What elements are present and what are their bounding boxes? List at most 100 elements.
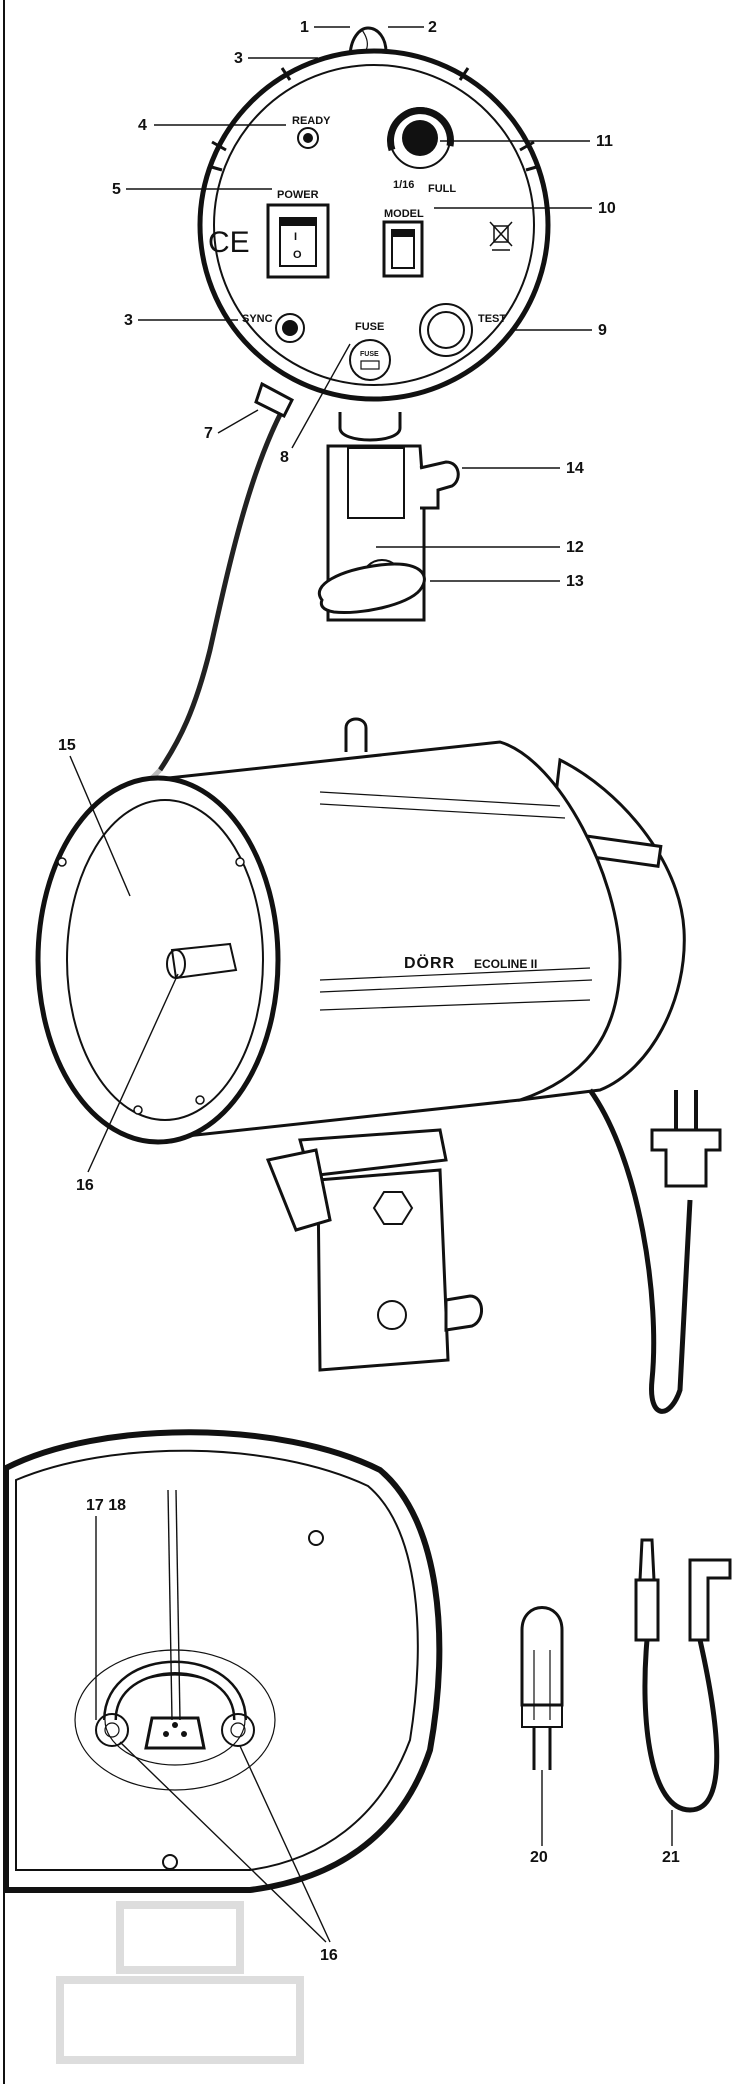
callout-2: 2 (428, 19, 437, 36)
ready-label: READY (292, 115, 331, 127)
sync-label: SYNC (242, 313, 273, 325)
tube-socket-right (221, 1713, 255, 1747)
leader-8 (291, 343, 351, 449)
power-cable (157, 403, 288, 772)
test-label: TEST (478, 313, 506, 325)
front-view (3, 1429, 443, 2064)
side-lock-knob (444, 1294, 483, 1332)
callouts-front: 17 18 16 20 21 (86, 1489, 680, 1964)
jack-plug (634, 1578, 660, 1642)
front-reflector (66, 799, 264, 1121)
ring-flash-tube-inner (105, 1663, 245, 1721)
front-reflector-rim (35, 775, 281, 1145)
callout-3-top: 3 (234, 50, 243, 67)
power-scale-arc (386, 107, 454, 152)
brand-model: ECOLINE II (474, 957, 537, 971)
callout-5: 5 (112, 181, 121, 198)
callout-9: 9 (598, 322, 607, 339)
power-label: POWER (277, 189, 319, 201)
socket-pin-3 (172, 1722, 178, 1728)
min-power-label: 1/16 (393, 179, 414, 191)
leader-7 (217, 409, 259, 434)
callout-20: 20 (530, 1849, 548, 1866)
sync-cable-wire (642, 1639, 720, 1813)
reflector-screw-bottom (162, 1854, 178, 1870)
side-umbrella-hole (377, 1300, 407, 1330)
callout-15: 15 (58, 737, 76, 754)
leader-16-side (87, 973, 179, 1173)
callout-10: 10 (598, 200, 616, 217)
fuse-holder (349, 339, 391, 381)
side-swivel (298, 1128, 448, 1178)
leader-16b (239, 1745, 331, 1943)
callout-1: 1 (300, 19, 309, 36)
callout-8: 8 (280, 449, 289, 466)
callout-13: 13 (566, 573, 584, 590)
callout-14: 14 (566, 460, 584, 477)
leader-15 (69, 755, 131, 897)
test-button (427, 311, 465, 349)
callout-16-front: 16 (320, 1947, 338, 1964)
leader-18a (167, 1489, 173, 1721)
fuse-label: FUSE (355, 321, 384, 333)
accessories (520, 1538, 732, 1813)
front-reflector-outer (3, 1429, 443, 1893)
tube-socket-right-core (230, 1722, 246, 1738)
halogen-bulb-glass (520, 1606, 564, 1707)
leader-16a (119, 1741, 327, 1943)
halogen-bulb-base (521, 1704, 563, 1728)
model-label: MODEL (384, 208, 424, 220)
callout-7: 7 (204, 425, 213, 442)
side-bracket (316, 1168, 450, 1372)
model-switch-top (392, 230, 414, 237)
tube-socket-left-core (104, 1722, 120, 1738)
callout-21: 21 (662, 1849, 680, 1866)
rim-vent-ticks (207, 67, 541, 172)
power-plug (650, 1128, 722, 1188)
callouts-rear: 1 2 3 4 5 11 10 3 9 7 8 14 12 13 (112, 19, 616, 590)
lamp-area-outer (74, 1649, 276, 1791)
side-power-cable (587, 1088, 693, 1414)
power-knob (402, 120, 438, 156)
tube-socket-left (95, 1713, 129, 1747)
callout-12: 12 (566, 539, 584, 556)
fuse-cap-label: FUSE (360, 351, 379, 358)
rear-panel-face (213, 64, 535, 386)
socket-pin-1 (163, 1731, 169, 1737)
ready-lamp (297, 127, 319, 149)
power-switch-off: O (293, 249, 302, 261)
model-lamp-socket (144, 1716, 206, 1750)
leader-18b (175, 1489, 181, 1721)
base-fade (56, 1901, 304, 2064)
umbrella-lock-lever (318, 562, 426, 615)
max-power-label: FULL (428, 183, 456, 195)
front-reflector-inner (15, 1449, 419, 1871)
ready-lamp-core (303, 133, 313, 143)
bracket-clamp (347, 447, 405, 519)
reflector-screw-top (308, 1530, 324, 1546)
side-clamp-lever (265, 1148, 332, 1232)
callouts-side: 15 16 (58, 737, 179, 1194)
power-switch-top (280, 218, 316, 226)
cable-strain-relief (254, 381, 294, 419)
sync-socket (275, 313, 305, 343)
hex-nut (372, 1191, 414, 1225)
power-switch-on: I (294, 231, 297, 243)
brand-name: DÖRR (404, 953, 455, 972)
callout-4: 4 (138, 117, 147, 134)
rear-panel-view: READY 1/16 FULL POWER I O CE MODEL SYNC (138, 26, 551, 792)
callout-11: 11 (596, 133, 613, 150)
side-view: DÖRR ECOLINE II (35, 717, 722, 1414)
socket-pin-2 (181, 1731, 187, 1737)
housing-rim (197, 48, 551, 402)
flash-tube (170, 942, 238, 980)
rim-screws (57, 857, 245, 1115)
weee-bin-icon (489, 221, 513, 251)
swivel-joint (338, 412, 402, 442)
callout-16-side: 16 (76, 1177, 94, 1194)
callout-17-18: 17 18 (86, 1497, 126, 1514)
jack-tip (638, 1538, 656, 1582)
test-button-ring (419, 303, 473, 357)
